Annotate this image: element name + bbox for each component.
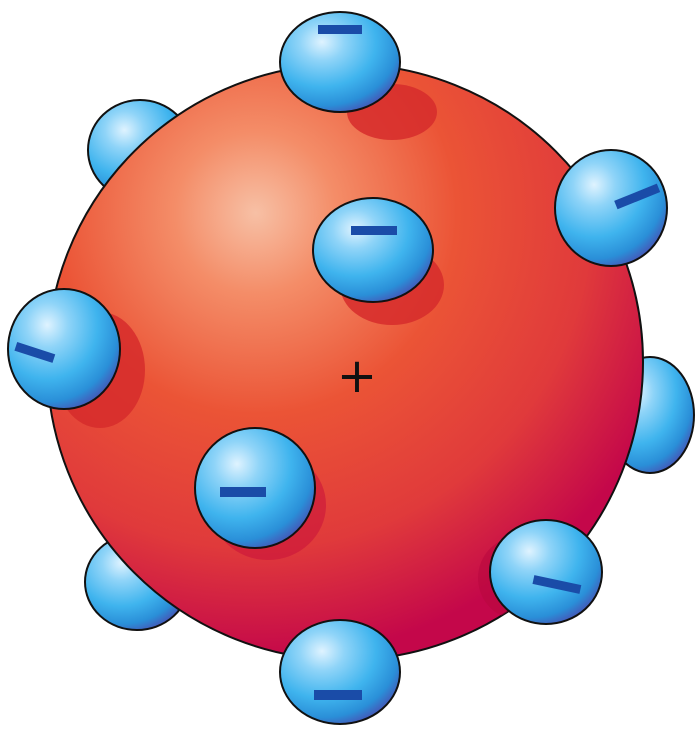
minus-sign-icon [532,575,582,594]
minus-sign-icon [314,690,362,700]
minus-sign-icon [220,487,266,497]
minus-sign-icon [14,342,56,363]
electron [489,519,603,625]
minus-sign-icon [614,183,661,210]
electron [554,149,668,267]
electron [7,288,121,410]
minus-sign-icon [318,25,362,34]
positive-charge-symbol: + [337,348,377,404]
minus-sign-icon [351,226,397,235]
electrons-front [7,11,668,725]
electron [279,11,401,113]
electron [279,619,401,725]
electron [312,197,434,303]
electron [194,427,316,549]
